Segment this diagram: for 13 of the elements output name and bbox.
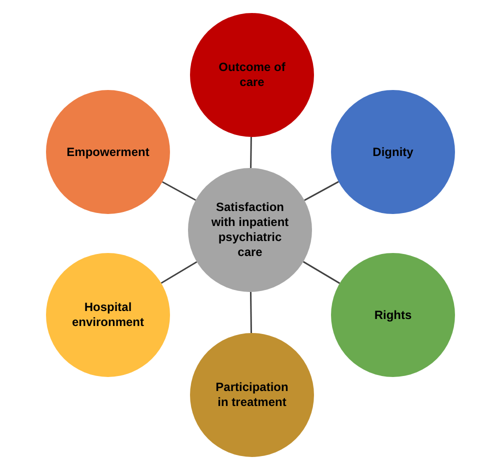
node-label: Rights (374, 308, 412, 322)
node-label: Empowerment (66, 144, 150, 160)
node-label: Satisfaction with inpatient psychiatric care (210, 200, 290, 260)
connector-line (304, 181, 339, 201)
connector-line (160, 261, 198, 284)
node-label: Outcome of care (218, 60, 286, 90)
node-label: Hospital environment (70, 300, 145, 330)
connector-line (302, 261, 340, 284)
connector-line (250, 136, 252, 168)
connector-line (250, 292, 252, 334)
connector-line (162, 181, 196, 201)
node-label: Participation in treatment (214, 380, 290, 410)
node-label: Dignity (372, 144, 414, 160)
